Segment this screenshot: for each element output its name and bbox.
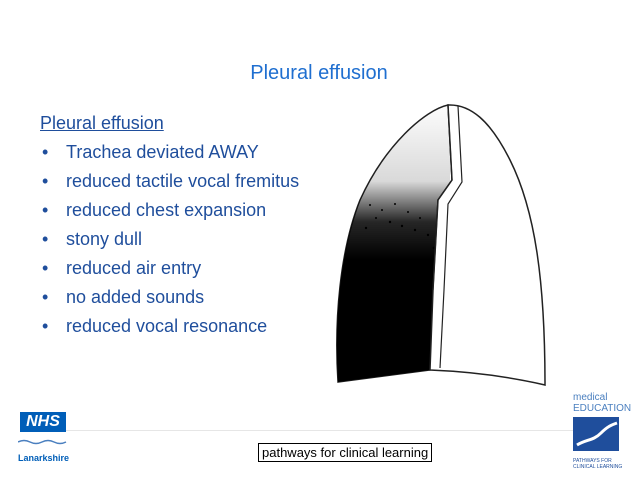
- logo-word-education: EDUCATION: [573, 403, 632, 414]
- logo-word-medical: medical: [573, 392, 608, 403]
- slide-title: Pleural effusion: [250, 62, 388, 84]
- trachea-line: [439, 105, 463, 369]
- lung-illustration: [336, 104, 546, 386]
- footer-text: pathways for clinical learning: [258, 443, 433, 462]
- bullet-item: reduced tactile vocal fremitus: [40, 169, 320, 193]
- logo-tagline: PATHWAYS FOR CLINICAL LEARNING: [573, 458, 623, 470]
- nhs-badge: NHS: [20, 412, 66, 432]
- medical-education-logo: medical EDUCATION PATHWAYS FOR CLINICAL …: [573, 392, 632, 470]
- right-lung-outline: [429, 104, 546, 386]
- trachea-line: [432, 104, 453, 291]
- nhs-lanarkshire-logo: NHS Lanarkshire: [17, 412, 74, 463]
- bullet-item: no added sounds: [40, 285, 320, 309]
- bullet-item: reduced vocal resonance: [40, 314, 320, 338]
- footer-divider: [40, 430, 618, 431]
- bullet-item: reduced chest expansion: [40, 198, 320, 222]
- bullet-item: Trachea deviated AWAY: [40, 140, 320, 164]
- bullet-item: reduced air entry: [40, 256, 320, 280]
- bullet-list: Trachea deviated AWAY reduced tactile vo…: [40, 140, 320, 343]
- subheading: Pleural effusion: [40, 113, 164, 133]
- wave-icon: [17, 439, 67, 445]
- pathway-emblem-icon: [573, 417, 619, 451]
- nhs-region: Lanarkshire: [18, 453, 70, 463]
- bullet-item: stony dull: [40, 227, 320, 251]
